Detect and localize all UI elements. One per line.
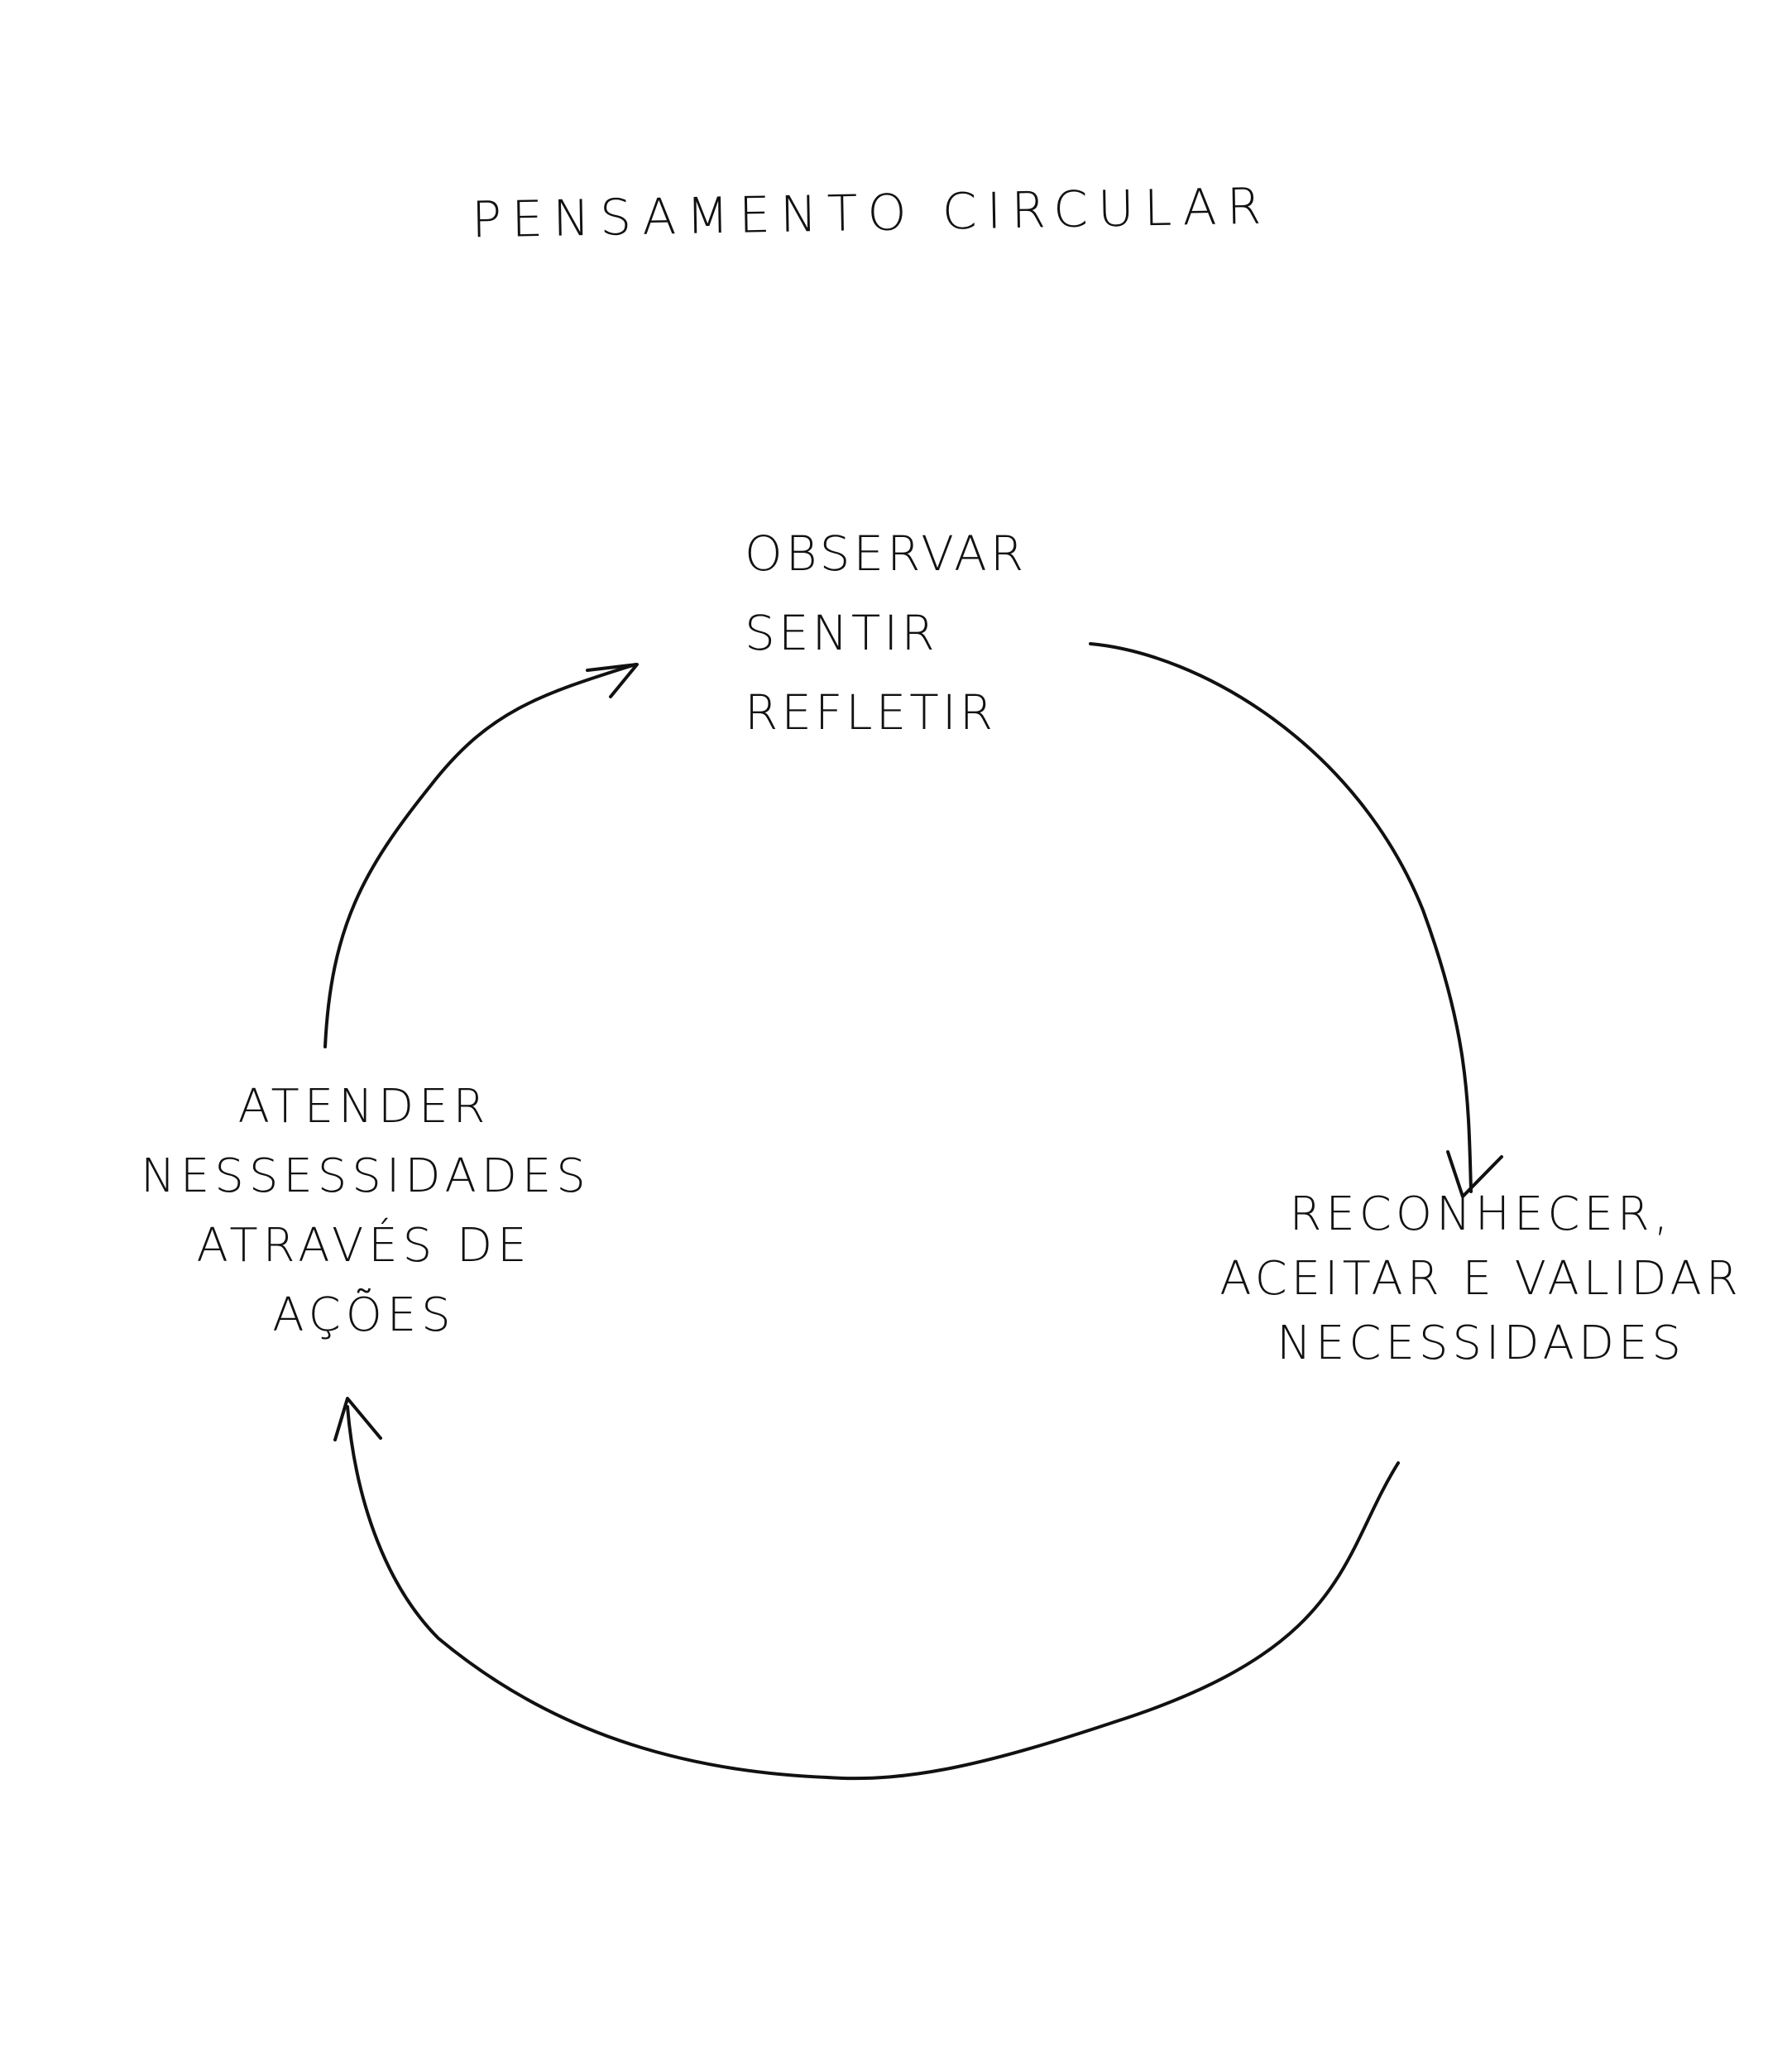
arrowhead-top — [586, 663, 639, 698]
node-line: SENTIR — [745, 605, 938, 661]
node-reconhecer: RECONHECER, ACEITAR E VALIDAR NECESSIDAD… — [1216, 1192, 1746, 1385]
node-line: AÇÕES — [272, 1288, 456, 1342]
node-line: ATRAVÉS DE — [196, 1219, 532, 1273]
arrow-left-to-top — [323, 663, 637, 1048]
node-observar: OBSERVAR SENTIR REFLETIR — [745, 530, 1027, 768]
arrow-right-to-left — [346, 1405, 1400, 1781]
node-line: ATENDER — [237, 1080, 491, 1134]
node-line: REFLETIR — [745, 684, 997, 741]
arrow-top-to-right — [1089, 642, 1473, 1193]
node-line: RECONHECER, — [1289, 1187, 1673, 1241]
node-line: ACEITAR E VALIDAR — [1219, 1252, 1742, 1306]
node-atender: ATENDER NESSESSIDADES ATRAVÉS DE AÇÕES — [141, 1084, 587, 1362]
node-line: OBSERVAR — [745, 525, 1028, 582]
arrowhead-left — [333, 1397, 382, 1441]
node-line: NECESSIDADES — [1277, 1317, 1685, 1370]
arrowhead-right — [1446, 1150, 1503, 1198]
node-line: NESSESSIDADES — [141, 1149, 591, 1203]
